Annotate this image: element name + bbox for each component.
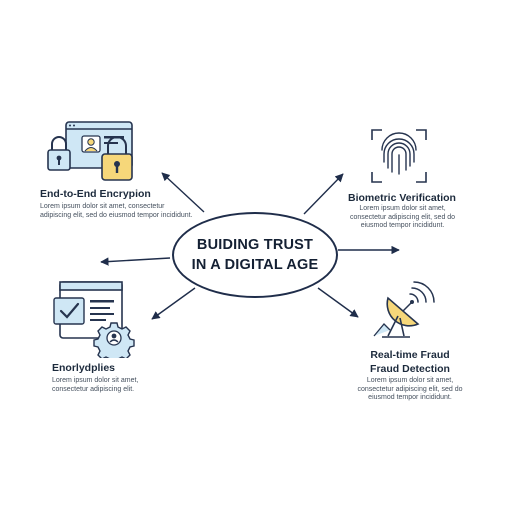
node-desc-fraud-detection: Lorem ipsum dolor sit amet, consectetur … — [357, 377, 463, 401]
central-topic-oval: BUIDING TRUST IN A DIGITAL AGE — [172, 212, 338, 298]
node-desc-biometric: Lorem ipsum dolor sit amet, consectetur … — [350, 205, 456, 229]
node-title-biometric: Biometric Verification — [348, 192, 456, 204]
arrow-top-right — [303, 173, 344, 215]
satellite-dish-icon — [373, 281, 435, 338]
node-desc-enorlydplies: Lorem ipsum dolor sit amet, consectetur … — [52, 377, 139, 393]
lock-screen-icon — [47, 121, 133, 181]
arrow-top-left — [161, 172, 205, 213]
arrow-bottom-right — [317, 287, 359, 318]
central-topic-line-2: IN A DIGITAL AGE — [191, 257, 319, 273]
node-title-encryption: End-to-End Encrypion — [40, 188, 151, 200]
node-desc-encryption: Lorem ipsum dolor sit amet, consectetur … — [40, 203, 193, 219]
arrow-left — [100, 257, 171, 266]
central-topic-line-1: BUIDING TRUST — [196, 237, 314, 253]
fingerprint-icon — [371, 129, 427, 183]
node-title-fraud-detection: Real-time Fraud Fraud Detection — [370, 349, 450, 375]
checklist-gear-icon — [53, 281, 135, 358]
node-title-enorlydplies: Enorlydplies — [52, 362, 116, 374]
arrow-bottom-left — [151, 287, 196, 320]
